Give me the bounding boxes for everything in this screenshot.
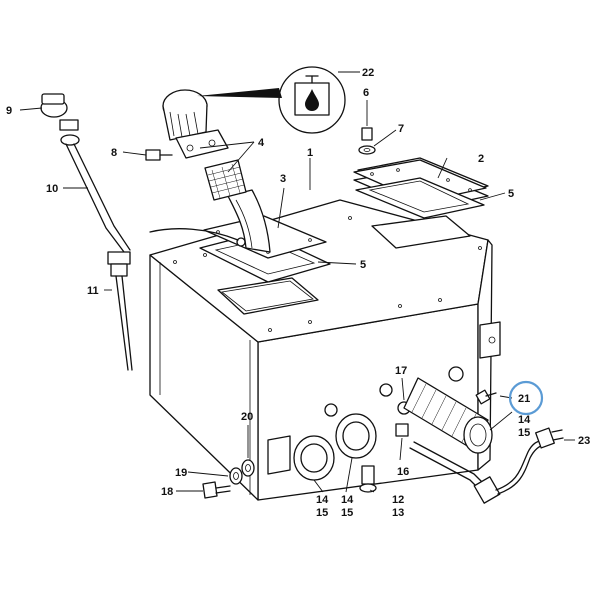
callout-3: 3 (280, 173, 286, 185)
leader-lines (19, 71, 575, 493)
temperature-sensor (475, 389, 497, 405)
callout-9: 9 (6, 105, 12, 117)
callout-12: 12 (392, 494, 404, 506)
callout-13: 13 (392, 507, 404, 519)
callout-21[interactable]: 21 (518, 393, 530, 405)
callout-22: 22 (362, 67, 374, 79)
dipstick-handle (40, 93, 80, 146)
callout-14-left: 14 (316, 494, 329, 506)
callout-20: 20 (241, 411, 253, 423)
callout-15-middle: 15 (341, 507, 353, 519)
callout-2: 2 (478, 153, 484, 165)
callout-23: 23 (578, 435, 590, 447)
breather-cap (162, 89, 229, 159)
callout-6: 6 (363, 87, 369, 99)
callout-14-right: 14 (518, 414, 531, 426)
oil-level-symbol-icon (197, 66, 346, 134)
callout-highlight-ring (508, 380, 544, 416)
callout-labels: 9 10 11 8 4 6 7 1 2 3 5 5 22 17 16 20 19… (6, 67, 590, 519)
callout-5-left: 5 (360, 259, 366, 271)
callout-17: 17 (395, 365, 407, 377)
dipstick-tube (65, 143, 133, 371)
callout-7: 7 (398, 123, 404, 135)
washer-19 (229, 467, 243, 485)
callout-5-right: 5 (508, 188, 514, 200)
screw-8 (145, 149, 173, 161)
front-fittings (293, 366, 464, 481)
bolt-18 (202, 481, 231, 499)
suction-strainer (403, 377, 493, 454)
callout-16: 16 (397, 466, 409, 478)
filler-strainer (204, 159, 247, 201)
top-bolt-holes (173, 216, 482, 332)
callout-19: 19 (175, 467, 187, 479)
vent-plug (358, 127, 376, 155)
washer-20 (241, 459, 255, 477)
callout-15-right: 15 (518, 427, 530, 439)
callout-1: 1 (307, 147, 313, 159)
drain-plug (359, 465, 377, 493)
callout-10: 10 (46, 183, 58, 195)
callout-14-middle: 14 (341, 494, 354, 506)
callout-8: 8 (111, 147, 117, 159)
filler-neck (227, 189, 271, 253)
cover-gasket-right (355, 177, 485, 219)
callout-11: 11 (87, 285, 99, 297)
callout-4: 4 (258, 137, 265, 149)
heater-rod (409, 427, 564, 504)
callout-18: 18 (161, 486, 173, 498)
callout-15-left: 15 (316, 507, 328, 519)
breather-wire (149, 228, 239, 241)
